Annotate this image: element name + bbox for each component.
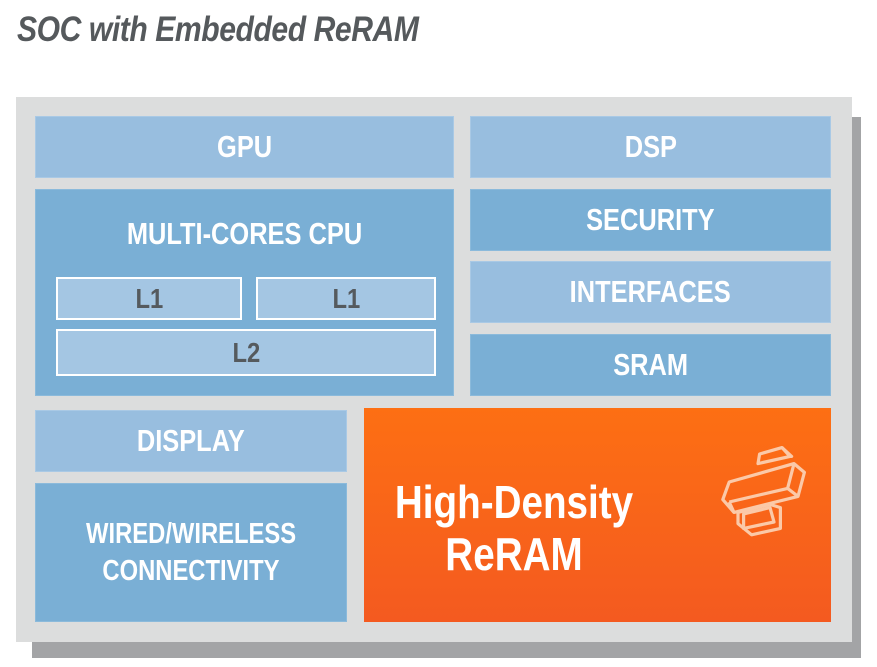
display-block: DISPLAY [35, 410, 347, 472]
interfaces-label: INTERFACES [569, 274, 731, 309]
l1-cache-2-label: L1 [332, 282, 360, 314]
reram-label: High-Density ReRAM [364, 476, 664, 580]
security-block: SECURITY [470, 189, 831, 251]
diagram-title: SOC with Embedded ReRAM [17, 10, 419, 49]
memory-chip-icon [721, 446, 806, 537]
l2-cache-label: L2 [232, 336, 260, 368]
reram-block: High-Density ReRAM [364, 408, 831, 622]
l1-cache-1: L1 [56, 277, 242, 320]
display-label: DISPLAY [137, 423, 245, 458]
interfaces-block: INTERFACES [470, 261, 831, 323]
gpu-block: GPU [35, 116, 454, 178]
reram-label-line1: High-Density [394, 476, 634, 528]
l1-cache-2: L1 [256, 277, 436, 320]
sram-block: SRAM [470, 334, 831, 396]
cpu-label: MULTI-CORES CPU [126, 216, 363, 251]
connectivity-label-line1: WIRED/WIRELESS [85, 517, 297, 550]
l2-cache: L2 [56, 329, 436, 376]
security-label: SECURITY [586, 202, 715, 237]
gpu-label: GPU [216, 129, 273, 164]
l1-cache-1-label: L1 [135, 282, 163, 314]
dsp-block: DSP [470, 116, 831, 178]
connectivity-block: WIRED/WIRELESS CONNECTIVITY [35, 483, 347, 622]
connectivity-label-line2: CONNECTIVITY [102, 554, 280, 587]
sram-label: SRAM [613, 347, 688, 382]
reram-label-line2: ReRAM [445, 528, 583, 580]
dsp-label: DSP [624, 129, 677, 164]
